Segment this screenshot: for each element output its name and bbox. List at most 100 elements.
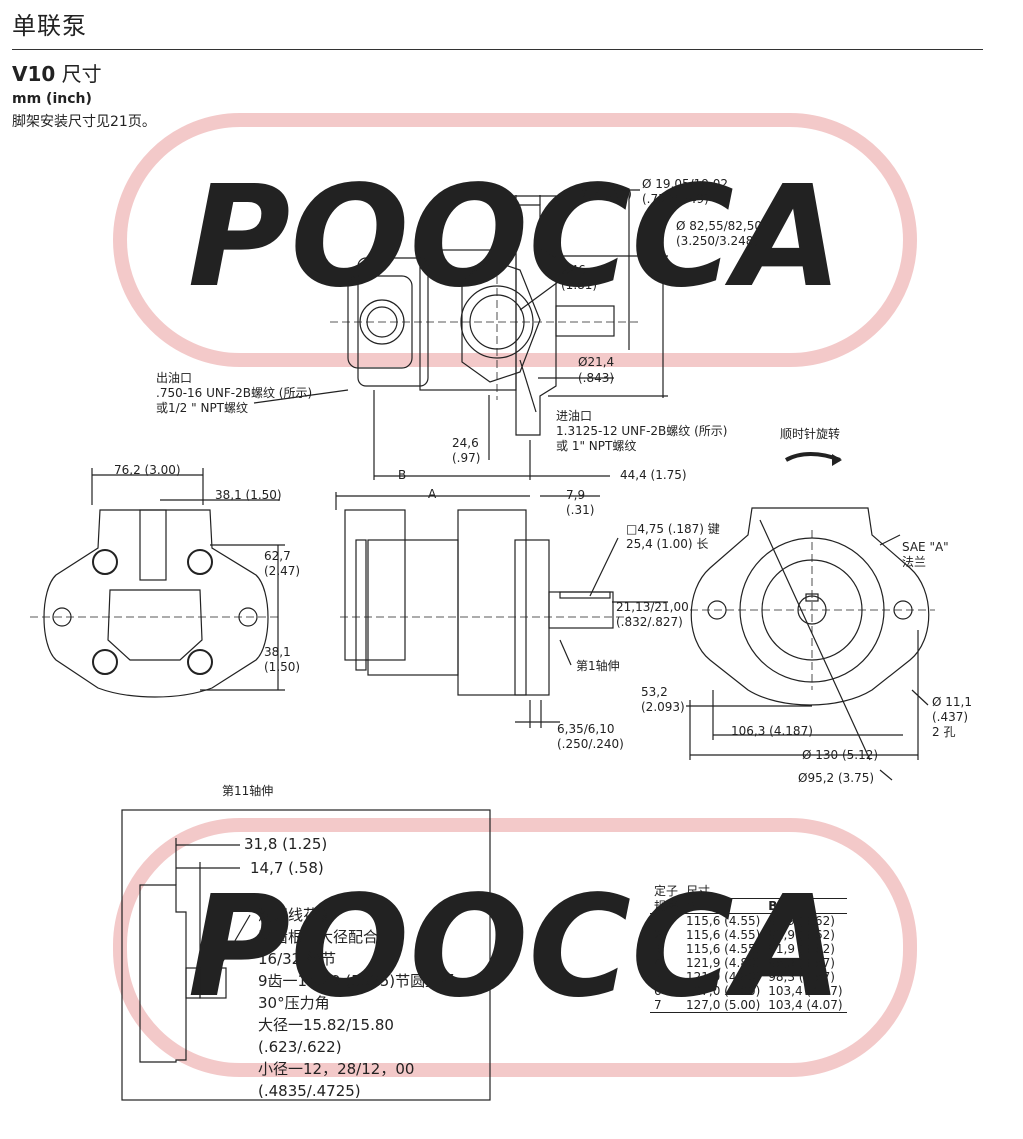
inlet-npt: 或 1" NPT螺纹	[556, 439, 636, 453]
table-row: 6 127,0 (5.00) 103,4 (4.07)	[650, 984, 847, 998]
table-cell-a: 121,9 (4.80)	[686, 970, 761, 984]
spline-spec-line: 16/32 径节	[258, 950, 336, 968]
inlet-leader	[519, 359, 537, 413]
table-cell-a: 115,6 (4.55)	[686, 914, 761, 928]
table-cell-size: 7	[650, 998, 683, 1013]
side-view-rear-cover	[344, 509, 406, 661]
page-title: 单联泵	[12, 12, 87, 40]
dim-62-7: 62,7	[264, 549, 291, 563]
spline-spec-line: 小径一12，28/12，00	[258, 1060, 414, 1078]
spline-spec-line: 大径一15.82/15.80	[258, 1016, 394, 1034]
table-cell-a: 121,9 (4.80)	[686, 956, 761, 970]
top-view-drawing	[253, 189, 668, 480]
dim-14-7: 14,7 (.58)	[250, 859, 324, 877]
dim-38-1-side: 38,1	[264, 645, 291, 659]
outlet-npt: 或1/2 " NPT螺纹	[156, 401, 248, 415]
left-view-port-window	[107, 589, 203, 661]
left-view-bolt-tl	[92, 549, 118, 575]
dim-31-8: 31,8 (1.25)	[244, 835, 327, 853]
table-cell-a: 127,0 (5.00)	[686, 984, 761, 998]
table-cell-b: 91,9 (3.62)	[768, 942, 835, 956]
table-header-stator-line1: 定子	[654, 884, 679, 898]
dim-21-4-inch: (.843)	[578, 371, 614, 385]
rotation-label: 顺时针旋转	[780, 426, 840, 441]
dim-76-2: 76,2 (3.00)	[114, 463, 181, 477]
dim-12-7: 12,7 (.50)	[573, 187, 632, 201]
flange-label-leader	[879, 534, 901, 546]
table-cell-size: 2	[654, 928, 662, 942]
shaft-1-label: 第1轴伸	[576, 658, 620, 673]
dim-38-1-side-inch: (1.50)	[264, 660, 300, 674]
foot-mount-note: 脚架安装尺寸见21页。	[12, 114, 156, 130]
dim-24-6-inch: (.97)	[452, 451, 480, 465]
side-view-flange	[514, 539, 550, 696]
top-view-inlet-port	[460, 285, 534, 359]
dim-b-label: B	[398, 468, 406, 482]
left-view-bolt-bl	[92, 649, 118, 675]
spline-spec-line: 9齿一14,29.(5625)节圆直径	[258, 972, 455, 990]
spline-spec-line: 30°压力角	[258, 994, 330, 1012]
table-cell-size: 1	[654, 914, 662, 928]
spline-detail-spline	[199, 967, 227, 999]
spline-detail-drawing	[121, 809, 491, 1101]
dim-6-35: 6,35/6,10	[557, 722, 614, 736]
dim-95-2: Ø95,2 (3.75)	[798, 771, 874, 785]
table-cell-b: 98,3 (3.87)	[768, 970, 835, 984]
table-cell-b: 98,3 (3.87)	[768, 956, 835, 970]
dim-46: Ø46	[561, 263, 586, 277]
left-view-port-slot	[139, 509, 167, 581]
left-view-bolt-tr	[187, 549, 213, 575]
side-view-body	[457, 509, 527, 696]
table-header-row: 规格 A B	[650, 898, 847, 914]
table-cell-a: 115,6 (4.55)	[686, 928, 761, 942]
dim-21-4: Ø21,4	[578, 355, 614, 369]
title-divider	[12, 49, 983, 50]
table-header-group: 尺寸	[682, 884, 847, 899]
front-view-diameter-line	[759, 519, 871, 761]
outlet-leader	[253, 389, 349, 404]
table-cell-b: 103,4 (4.07)	[764, 998, 847, 1013]
table-cell-size: 5	[654, 970, 662, 984]
section-title: V10 尺寸	[12, 58, 102, 87]
side-view-key	[559, 591, 611, 599]
top-view-inlet-boss	[461, 259, 541, 383]
spline-spec-line: 平齿根一大径配合	[258, 928, 378, 946]
dim-6-35-inch: (.250/.240)	[557, 737, 624, 751]
flange-type-label: SAE "A"	[902, 540, 949, 554]
table-header-row: 定子 尺寸	[650, 884, 847, 899]
outlet-title: 出油口	[156, 371, 192, 385]
dim-a-label: A	[428, 487, 437, 501]
front-view-drawing	[686, 507, 935, 781]
dim-shaft-dia-inch: (.750/.749)	[642, 192, 709, 206]
table-cell-b: 103,4 (4.07)	[768, 984, 843, 998]
dim-21-13: 21,13/21,00	[616, 600, 689, 614]
dim-7-9-inch: (.31)	[566, 503, 594, 517]
table-header-a: A	[682, 898, 765, 914]
spline-detail-flange	[139, 884, 187, 1063]
spline-detail-title: 第11轴伸	[222, 783, 273, 798]
spline-detail-frame	[121, 809, 491, 1101]
dim-hole-leader	[911, 689, 929, 706]
dim-21-13-inch: (.832/.827)	[616, 615, 683, 629]
watermark-top: POOCCA	[113, 113, 917, 367]
left-view-body	[43, 509, 269, 698]
side-view-drawing	[335, 492, 668, 728]
spline-spec-line: (.4835/.4725)	[258, 1082, 361, 1100]
dim-24-6: 24,6	[452, 436, 479, 450]
watermark-top-ring	[113, 113, 917, 367]
dim-130: Ø 130 (5.12)	[802, 748, 878, 762]
table-cell-a: 127,0 (5.00)	[682, 998, 765, 1013]
dim-shaft-dia: Ø 19,05/19,02	[642, 177, 728, 191]
dim-53-2: 53,2	[641, 685, 668, 699]
dim-hole: Ø 11,1	[932, 695, 972, 709]
dim-62-7-inch: (2.47)	[264, 564, 300, 578]
dim-46-leader	[519, 281, 559, 311]
section-title-model: V10	[12, 62, 56, 86]
table-cell-size: 6	[654, 984, 662, 998]
side-view-ring	[367, 539, 459, 676]
dim-106-3: 106,3 (4.187)	[731, 724, 813, 738]
